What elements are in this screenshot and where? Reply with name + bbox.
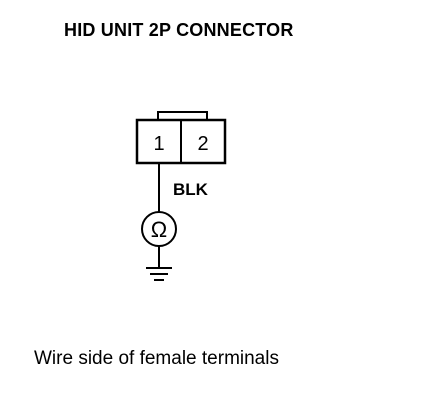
ground-icon xyxy=(146,267,172,281)
diagram-title: HID UNIT 2P CONNECTOR xyxy=(64,20,294,40)
wire-color-label: BLK xyxy=(173,180,209,199)
ohm-symbol: Ω xyxy=(151,217,167,242)
terminal-1-label: 1 xyxy=(153,133,164,155)
connector-latch xyxy=(157,111,208,121)
diagram-caption: Wire side of female terminals xyxy=(34,348,279,369)
terminal-2-label: 2 xyxy=(197,133,208,155)
